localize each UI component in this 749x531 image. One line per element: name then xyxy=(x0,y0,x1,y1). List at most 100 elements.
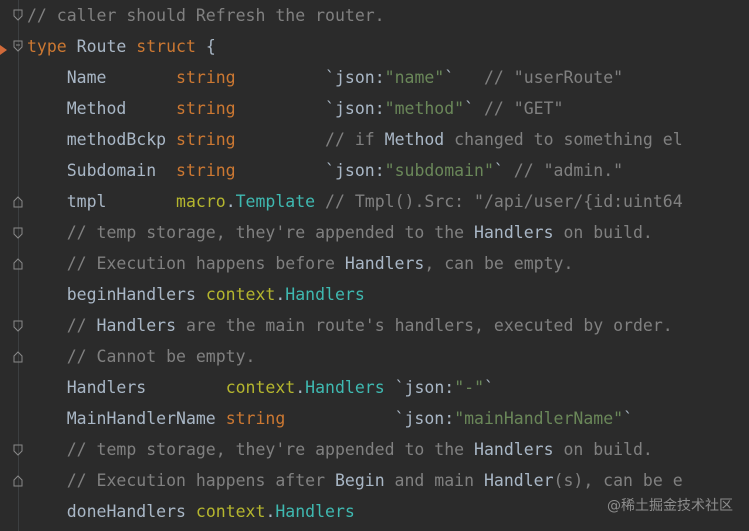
code-token: context xyxy=(195,502,266,521)
code-line[interactable]: // temp storage, they're appended to the… xyxy=(27,434,653,465)
code-token: . xyxy=(225,192,236,211)
code-token: ` xyxy=(444,68,484,87)
code-token: . xyxy=(275,285,286,304)
code-token: // "GET" xyxy=(484,99,564,118)
fold-arrow-icon[interactable] xyxy=(12,320,24,332)
code-token: and main xyxy=(384,471,484,490)
code-token: `json: xyxy=(285,409,455,428)
fold-arrow-icon[interactable] xyxy=(12,258,24,270)
code-token: . xyxy=(265,502,276,521)
code-token: // temp storage, they're appended to the xyxy=(27,223,475,242)
code-token xyxy=(236,130,325,149)
code-token: // "admin." xyxy=(513,161,624,180)
code-token: Method xyxy=(384,130,445,149)
code-token: Handlers xyxy=(285,285,365,304)
code-token: { xyxy=(205,37,216,56)
code-token: (s), can be e xyxy=(553,471,683,490)
code-token: ` xyxy=(484,378,494,397)
code-token: "mainHandlerName" xyxy=(454,409,624,428)
code-token: string xyxy=(176,68,236,87)
code-area[interactable]: // caller should Refresh the router. type… xyxy=(27,0,749,531)
code-line[interactable]: methodBckp string // if Method changed t… xyxy=(27,124,683,155)
code-token: struct xyxy=(136,37,206,56)
code-token: Subdomain xyxy=(27,161,177,180)
code-line[interactable]: // caller should Refresh the router. xyxy=(27,0,385,31)
code-token: // caller should Refresh the router. xyxy=(27,6,385,25)
code-token: ` xyxy=(493,161,514,180)
code-line[interactable]: MainHandlerName string `json:"mainHandle… xyxy=(27,403,633,434)
code-token: context xyxy=(205,285,276,304)
code-token: type xyxy=(27,37,77,56)
code-token: Handler xyxy=(483,471,554,490)
code-token: on build. xyxy=(553,223,653,242)
code-token: // Tmpl().Src: "/api/user/{id:uint64 xyxy=(325,192,683,211)
code-line[interactable]: // Execution happens before Handlers, ca… xyxy=(27,248,574,279)
code-token: Name xyxy=(27,68,177,87)
code-token: "name" xyxy=(384,68,445,87)
code-token: are the main route's handlers, executed … xyxy=(176,316,673,335)
code-token: string xyxy=(176,130,236,149)
code-token: tmpl xyxy=(27,192,177,211)
code-line[interactable]: Handlers context.Handlers `json:"-"` xyxy=(27,372,494,403)
code-token: methodBckp xyxy=(27,130,177,149)
code-token: // "userRoute" xyxy=(484,68,624,87)
code-line[interactable]: // temp storage, they're appended to the… xyxy=(27,217,653,248)
code-line[interactable]: doneHandlers context.Handlers xyxy=(27,496,355,527)
fold-arrow-icon[interactable] xyxy=(12,444,24,456)
code-line[interactable]: type Route struct { xyxy=(27,31,216,62)
code-token: // Cannot be empty. xyxy=(27,347,256,366)
code-token: Handlers xyxy=(474,223,554,242)
code-token: changed to something el xyxy=(444,130,683,149)
code-token: Handlers xyxy=(474,440,554,459)
code-token: `json: xyxy=(235,161,385,180)
code-token: Handlers xyxy=(344,254,425,273)
warning-caret-icon xyxy=(0,40,8,55)
fold-arrow-icon[interactable] xyxy=(12,40,24,52)
code-token: // xyxy=(27,316,97,335)
editor-gutter xyxy=(0,0,26,531)
code-line[interactable]: Method string `json:"method"` // "GET" xyxy=(27,93,564,124)
fold-arrow-icon[interactable] xyxy=(12,351,24,363)
code-token: string xyxy=(176,99,236,118)
code-token: Handlers xyxy=(96,316,177,335)
code-token xyxy=(315,192,325,211)
code-token: string xyxy=(225,409,286,428)
code-token: // if xyxy=(325,130,385,149)
code-token: // Execution happens after xyxy=(27,471,335,490)
code-token: // temp storage, they're appended to the xyxy=(27,440,475,459)
code-token: string xyxy=(176,161,236,180)
code-line[interactable]: Subdomain string `json:"subdomain"` // "… xyxy=(27,155,623,186)
code-token: Template xyxy=(235,192,316,211)
code-token: . xyxy=(295,378,306,397)
code-token: `json: xyxy=(235,68,385,87)
watermark: @稀土掘金技术社区 xyxy=(607,498,733,514)
fold-arrow-icon[interactable] xyxy=(12,196,24,208)
code-token: `json: xyxy=(235,99,385,118)
code-token: macro xyxy=(176,192,226,211)
code-token: ` xyxy=(623,409,634,428)
code-token: "method" xyxy=(384,99,465,118)
code-line[interactable]: // Handlers are the main route's handler… xyxy=(27,310,673,341)
code-line[interactable]: // Execution happens after Begin and mai… xyxy=(27,465,683,496)
fold-arrow-icon[interactable] xyxy=(12,227,24,239)
code-line[interactable]: Name string `json:"name"` // "userRoute" xyxy=(27,62,623,93)
code-token: Route xyxy=(76,37,137,56)
code-token: on build. xyxy=(553,440,653,459)
fold-arrow-icon[interactable] xyxy=(12,475,24,487)
code-token: MainHandlerName xyxy=(27,409,226,428)
code-token: beginHandlers xyxy=(27,285,206,304)
fold-arrow-icon[interactable] xyxy=(12,9,24,21)
code-line[interactable]: tmpl macro.Template // Tmpl().Src: "/api… xyxy=(27,186,683,217)
code-token: Handlers xyxy=(305,378,385,397)
code-line[interactable]: beginHandlers context.Handlers xyxy=(27,279,365,310)
code-token: context xyxy=(225,378,296,397)
code-token: Begin xyxy=(334,471,385,490)
code-token: Method xyxy=(27,99,177,118)
code-token: , can be empty. xyxy=(424,254,574,273)
code-token: ` xyxy=(464,99,484,118)
code-token: doneHandlers xyxy=(27,502,196,521)
code-line[interactable]: // Cannot be empty. xyxy=(27,341,256,372)
code-token: "subdomain" xyxy=(384,161,494,180)
code-token: Handlers xyxy=(275,502,355,521)
